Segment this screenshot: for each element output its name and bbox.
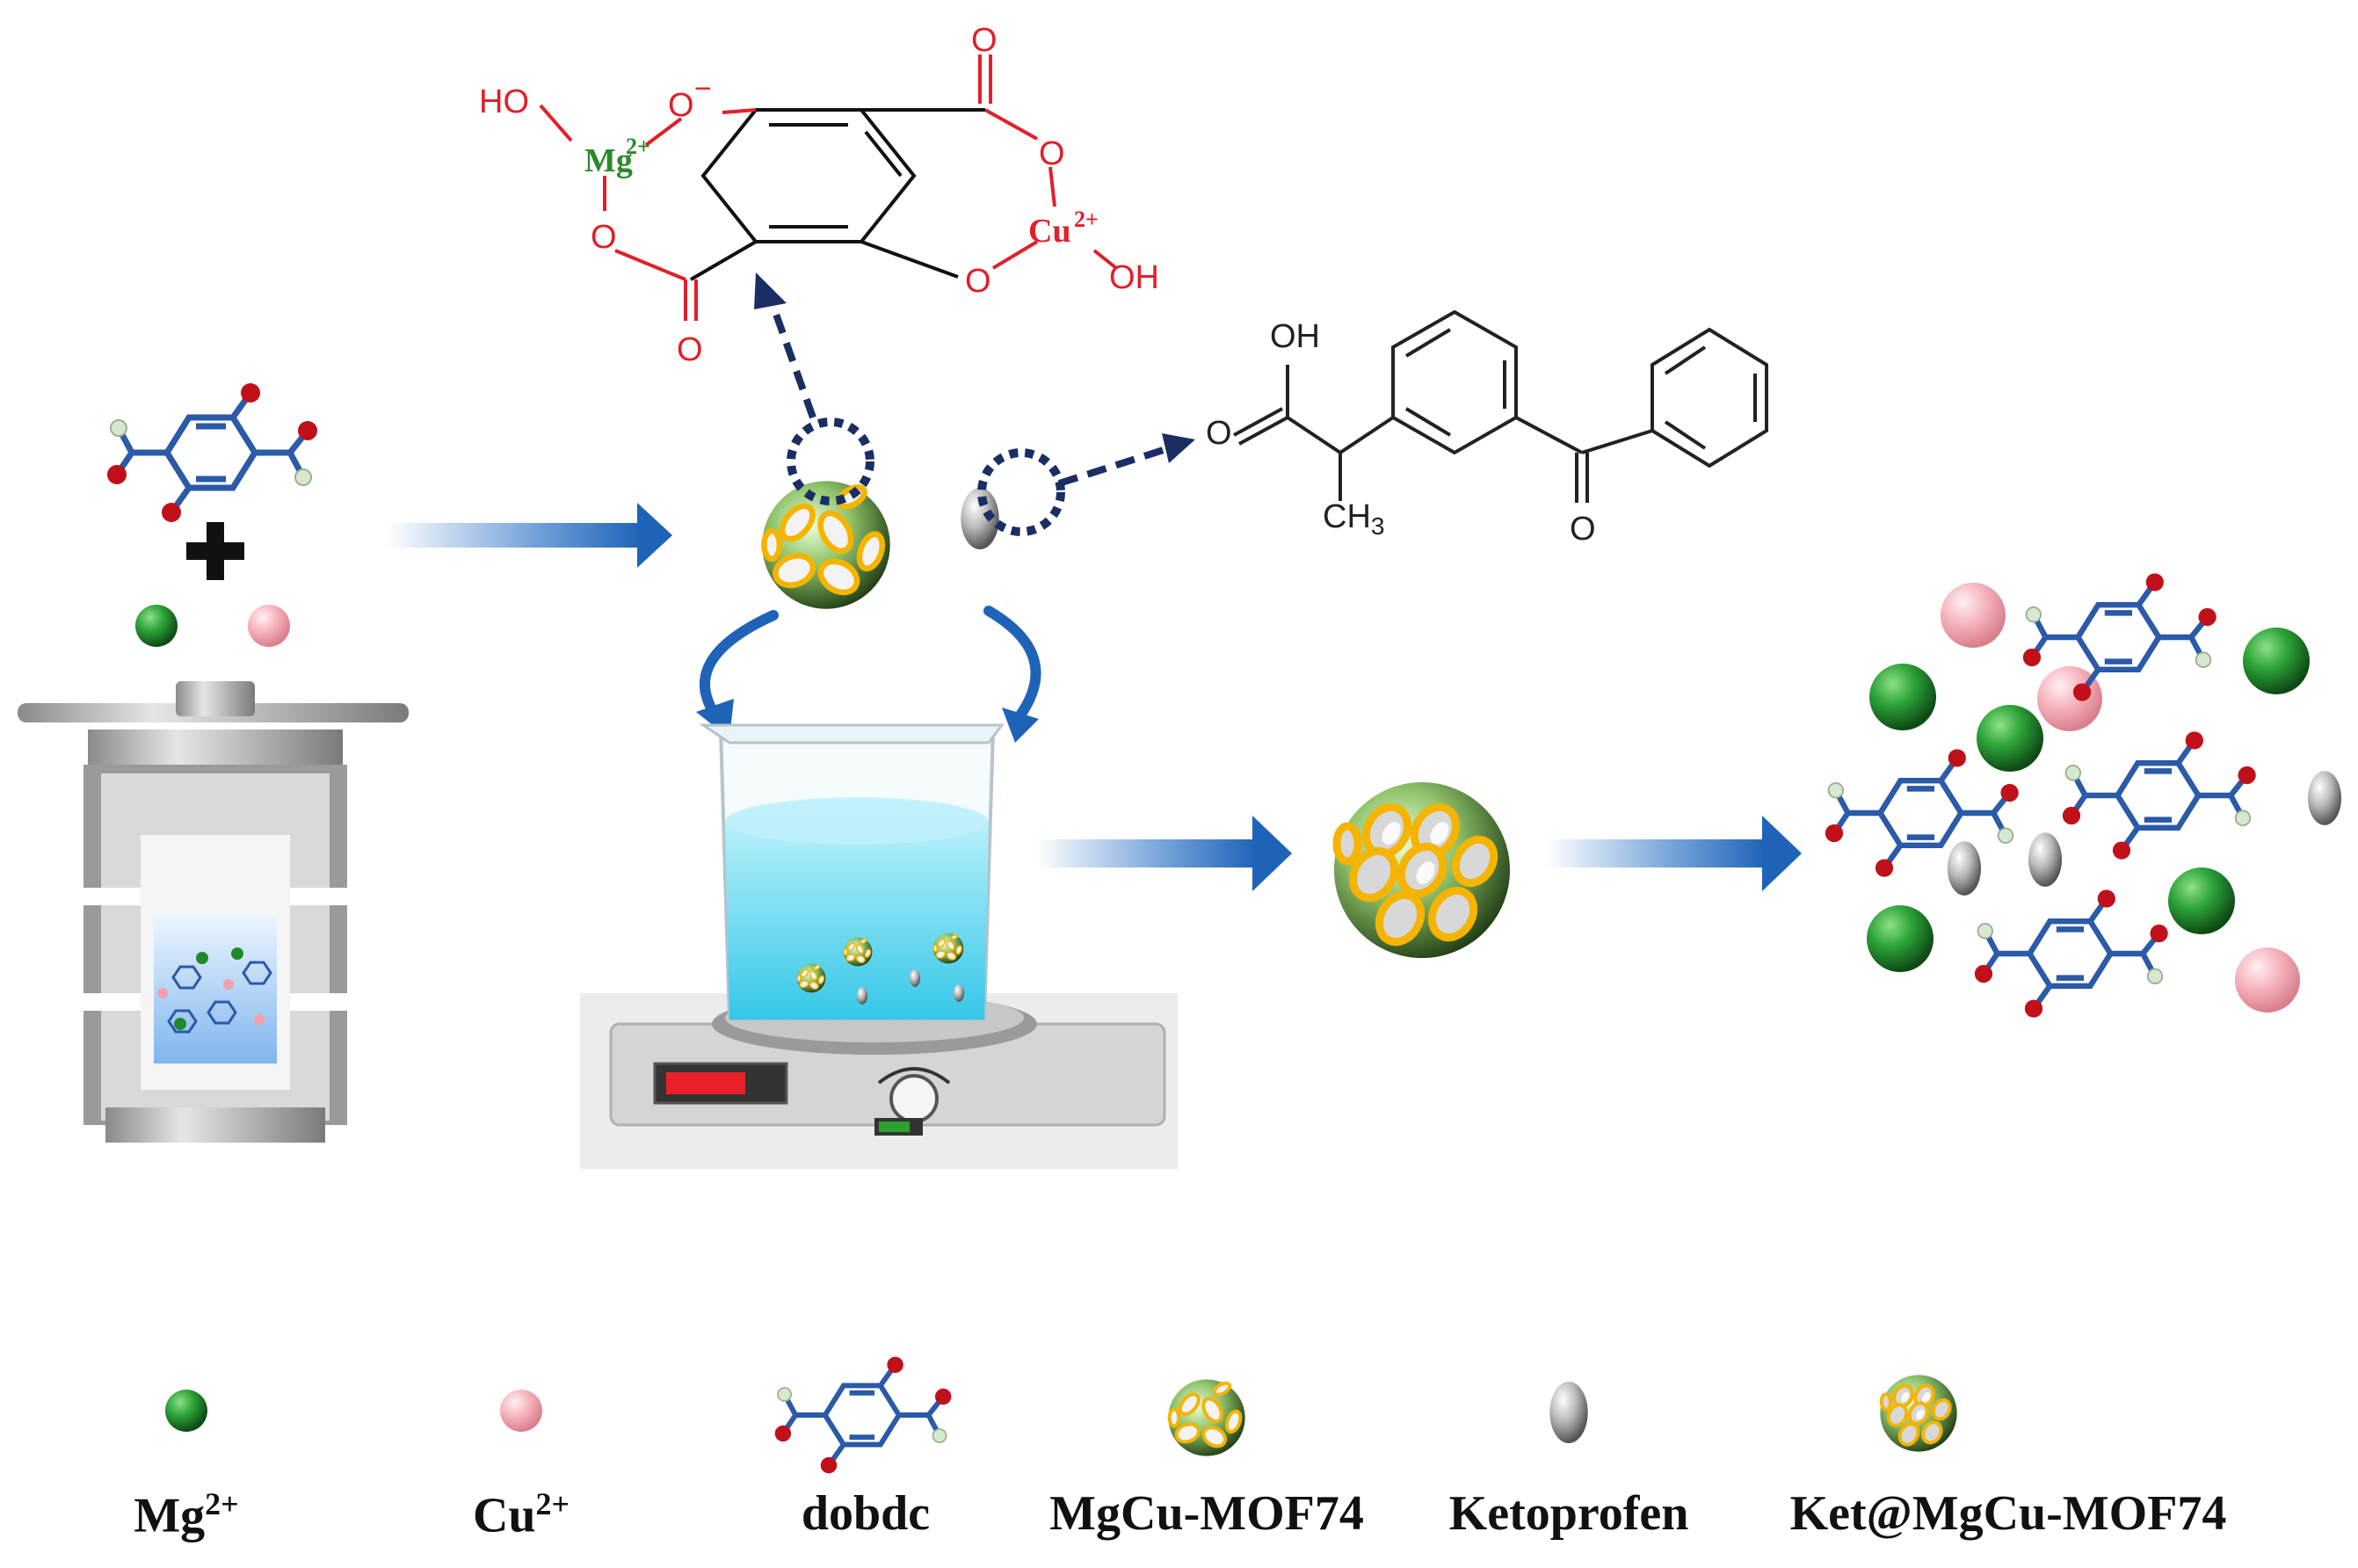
process-arrow-2 — [1037, 816, 1292, 891]
legend-ket-icon — [1549, 1382, 1588, 1443]
curved-arrow-left — [699, 610, 779, 722]
mg-label-structure: Mg — [584, 142, 633, 179]
beaker-ket-particle — [953, 984, 965, 1002]
legend-dobdc-label: dobdc — [801, 1486, 931, 1541]
mg-ion-icon — [135, 605, 178, 647]
legend-mg-label: Mg2+ — [134, 1486, 239, 1543]
zoom-line-mof — [765, 293, 816, 419]
ketoprofen-ch3: CH3 — [1323, 498, 1384, 540]
cu-ion-icon — [248, 605, 290, 647]
autoclave-icon — [18, 681, 409, 1143]
process-arrow-3 — [1547, 816, 1802, 891]
beaker-icon — [699, 723, 1005, 1021]
minus-sign: − — [694, 72, 712, 105]
dobdc-molecule-release — [1975, 889, 2168, 1017]
plus-icon — [186, 522, 244, 580]
o-left-bottom: O — [677, 331, 703, 368]
ketoprofen-oh: OH — [1270, 318, 1320, 355]
curved-arrow-right — [983, 606, 1041, 722]
legend-cu-label: Cu2+ — [472, 1486, 570, 1543]
cu-charge-structure: 2+ — [1074, 207, 1099, 232]
curved-arrow-right-head — [1002, 708, 1039, 743]
ketoprofen-structure: OH O CH3 O — [1206, 309, 1768, 548]
zoom-circle-mof — [787, 417, 874, 505]
beaker-mof-particle — [932, 932, 965, 965]
oh-right-label: OH — [1109, 259, 1159, 296]
legend-mof-icon — [1166, 1377, 1247, 1458]
legend-ket-label: Ketoprofen — [1448, 1486, 1689, 1541]
o-left-lower: O — [591, 219, 617, 256]
ket-mgcu-mof74-sphere — [1334, 782, 1510, 958]
o-minus-label: O — [668, 87, 694, 124]
degradation-products — [1867, 583, 2342, 1013]
beaker-ket-particle — [909, 969, 921, 987]
dobdc-molecule-top — [107, 383, 317, 522]
o-right-lower: O — [965, 263, 991, 300]
legend-dobdc-icon — [775, 1357, 952, 1474]
zoom-arrowhead-mof — [754, 272, 787, 309]
mg-charge-structure: 2+ — [626, 134, 650, 159]
legend-ket-mof-icon — [1878, 1373, 1959, 1454]
ketoprofen-o-acid: O — [1206, 415, 1232, 452]
beaker-ket-particle — [856, 987, 868, 1005]
o-right-top: O — [971, 22, 998, 59]
o-right-mid: O — [1039, 135, 1065, 172]
ketoprofen-o-ketone: O — [1570, 511, 1596, 548]
cu-label-structure: Cu — [1028, 213, 1071, 250]
ho-left-label: HO — [479, 83, 529, 120]
process-arrow-1 — [387, 503, 672, 568]
legend-mg-icon — [165, 1390, 207, 1432]
legend-mof-label: MgCu-MOF74 — [1049, 1486, 1364, 1541]
zoom-circle-ket — [977, 448, 1065, 536]
mgcu-mof74-structure: HO O − Mg 2+ O O O O O Cu 2+ OH — [479, 22, 1159, 368]
zoom-line-ket — [1057, 445, 1171, 487]
dobdc-molecule-release — [2063, 731, 2256, 859]
legend-ket-mof-label: Ket@MgCu-MOF74 — [1789, 1486, 2227, 1541]
beaker-mof-particle — [842, 936, 874, 968]
beaker-mof-particle — [795, 962, 827, 994]
dobdc-molecule-release — [1825, 749, 2019, 876]
zoom-arrowhead-ket — [1162, 433, 1195, 463]
legend-cu-icon — [500, 1390, 542, 1432]
